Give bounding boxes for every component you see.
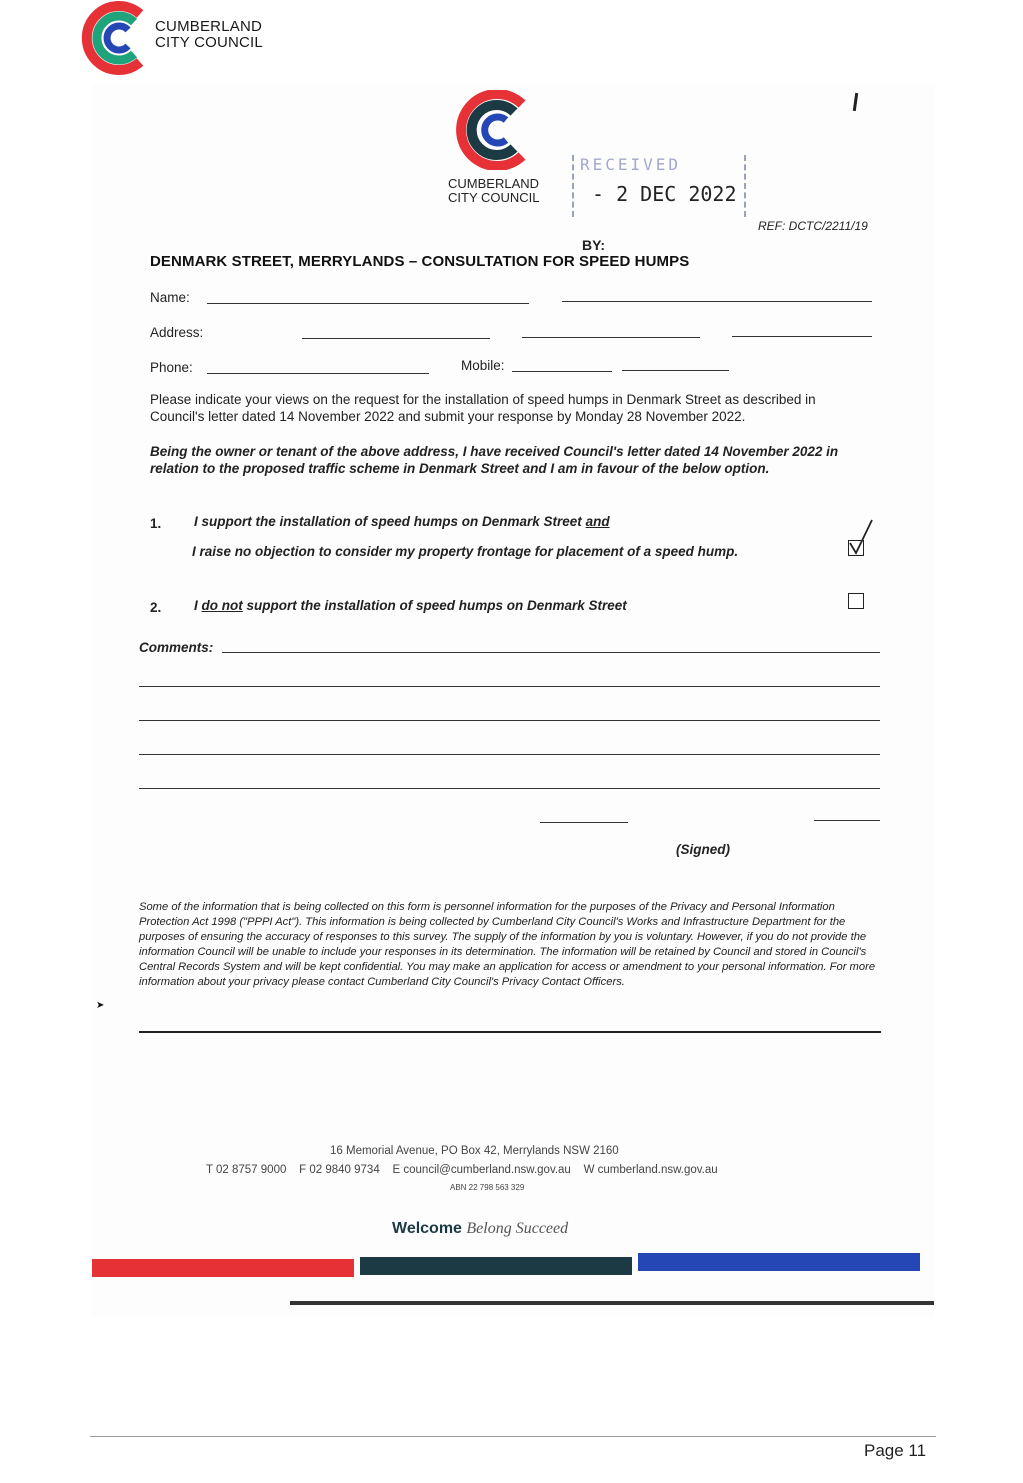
scan-bottom-edge	[290, 1301, 934, 1305]
address-field-line-3[interactable]	[732, 336, 872, 337]
comments-line-3[interactable]	[139, 720, 880, 721]
option2-text-post: support the installation of speed humps …	[242, 598, 627, 613]
form-title: DENMARK STREET, MERRYLANDS – CONSULTATIO…	[150, 253, 690, 270]
footer-slogan: Welcome Belong Succeed	[392, 1220, 568, 1238]
letterhead-name: CUMBERLAND CITY COUNCIL	[448, 177, 540, 205]
stamp-date: - 2 DEC 2022	[592, 182, 737, 206]
council-name: CUMBERLAND CITY COUNCIL	[155, 19, 263, 51]
letterhead-logo-icon	[456, 89, 526, 171]
footer-contact: T 02 8757 9000 F 02 9840 9734 E council@…	[206, 1164, 718, 1176]
address-field-line-1[interactable]	[302, 338, 490, 339]
footer-web: W cumberland.nsw.gov.au	[583, 1164, 718, 1176]
slogan-rest: Belong Succeed	[466, 1220, 569, 1237]
signed-label: (Signed)	[676, 842, 730, 857]
declaration-paragraph: Being the owner or tenant of the above a…	[150, 444, 839, 476]
option2-text-pre: I	[194, 598, 202, 613]
option1-line1-text: I support the installation of speed hump…	[194, 514, 586, 529]
letterhead-name-line2: CITY COUNCIL	[448, 190, 540, 205]
address-field-line-2[interactable]	[522, 337, 700, 338]
page-number: Page 11	[864, 1441, 927, 1460]
signature-line-1[interactable]	[540, 822, 628, 823]
scanned-form: CUMBERLAND CITY COUNCIL RECEIVED - 2 DEC…	[92, 85, 934, 1317]
footer-email: E council@cumberland.nsw.gov.au	[392, 1164, 571, 1176]
letterhead-name-line1: CUMBERLAND	[448, 176, 540, 191]
stamp-top-text: RECEIVED	[580, 155, 682, 174]
footer-bar-blue	[638, 1253, 920, 1271]
page-divider	[90, 1436, 936, 1437]
comments-line-5[interactable]	[139, 788, 880, 789]
option1-line1: I support the installation of speed hump…	[194, 513, 610, 530]
signature-line-2[interactable]	[814, 820, 880, 821]
option1-number: 1.	[150, 516, 162, 531]
footer-fax: F 02 9840 9734	[299, 1164, 380, 1176]
option2-line: I do not support the installation of spe…	[194, 597, 627, 614]
option1-and: and	[585, 514, 610, 529]
council-logo-icon	[81, 1, 144, 75]
instructions-paragraph: Please indicate your views on the reques…	[150, 392, 816, 424]
footer-abn: ABN 22 798 563 329	[450, 1183, 525, 1192]
mobile-field-line-1[interactable]	[512, 371, 612, 372]
footer-address: 16 Memorial Avenue, PO Box 42, Merryland…	[330, 1145, 619, 1157]
council-name-line1: CUMBERLAND	[155, 18, 263, 35]
council-logo	[78, 0, 158, 76]
option2-number: 2.	[150, 600, 162, 615]
mobile-field-line-2[interactable]	[622, 370, 729, 371]
name-field-line-2[interactable]	[562, 301, 872, 302]
footer-phone: T 02 8757 9000	[206, 1164, 287, 1176]
comments-line-4[interactable]	[139, 754, 880, 755]
letterhead-logo	[452, 89, 538, 171]
comments-line-1[interactable]	[222, 652, 880, 653]
comments-line-2[interactable]	[139, 686, 880, 687]
privacy-notice: Some of the information that is being co…	[139, 901, 876, 988]
privacy-divider	[139, 1031, 881, 1033]
option1-checkmark-icon	[849, 519, 873, 555]
footer-bar-red	[92, 1259, 354, 1277]
comments-label: Comments:	[139, 640, 214, 655]
option2-checkbox[interactable]	[848, 593, 864, 609]
name-field-line-1[interactable]	[207, 303, 529, 304]
received-stamp: RECEIVED - 2 DEC 2022	[572, 155, 746, 217]
slogan-welcome: Welcome	[392, 1220, 462, 1237]
option2-do-not: do not	[201, 598, 243, 613]
option1-line2: I raise no objection to consider my prop…	[192, 544, 739, 559]
phone-label: Phone:	[150, 360, 193, 375]
name-label: Name:	[150, 290, 190, 305]
scan-mark	[852, 92, 859, 112]
phone-field-line[interactable]	[207, 373, 429, 374]
council-name-line2: CITY COUNCIL	[155, 34, 263, 51]
address-label: Address:	[150, 325, 204, 340]
mobile-label: Mobile:	[461, 358, 505, 373]
stamp-by: BY:	[582, 237, 606, 253]
scan-arrow-mark: ➤	[96, 1000, 105, 1011]
reference-number: REF: DCTC/2211/19	[758, 219, 868, 233]
footer-bar-dark	[360, 1257, 632, 1275]
